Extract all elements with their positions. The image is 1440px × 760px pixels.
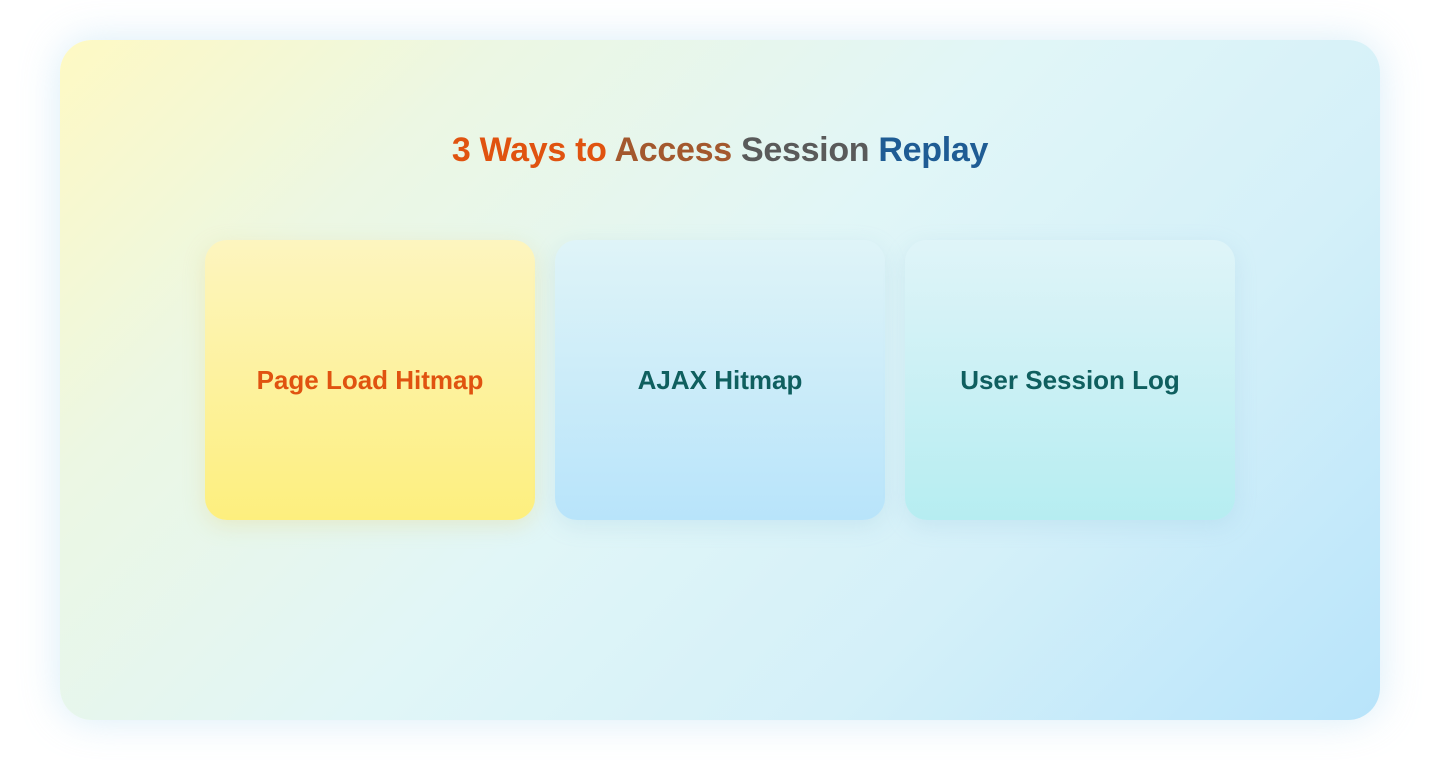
card-ajax-hitmap[interactable]: AJAX Hitmap — [555, 240, 885, 520]
card-label-page-load-hitmap: Page Load Hitmap — [256, 365, 484, 395]
diagram-panel: 3 Ways to Access Session Replay Page Loa… — [60, 40, 1380, 720]
title-segment-3: Session — [740, 131, 879, 169]
diagram-title: 3 Ways to Access Session Replay — [60, 128, 1380, 172]
card-label-user-session-log: User Session Log — [960, 365, 1180, 395]
title-segment-2: Access — [614, 131, 741, 169]
card-page-load-hitmap[interactable]: Page Load Hitmap — [205, 240, 535, 520]
title-segment-4: Replay — [878, 131, 989, 169]
access-methods: Page Load Hitmap AJAX Hitmap User Sessio… — [205, 240, 1235, 520]
card-user-session-log[interactable]: User Session Log — [905, 240, 1235, 520]
card-label-ajax-hitmap: AJAX Hitmap — [637, 365, 803, 395]
title-segment-1: 3 Ways to — [451, 131, 615, 169]
